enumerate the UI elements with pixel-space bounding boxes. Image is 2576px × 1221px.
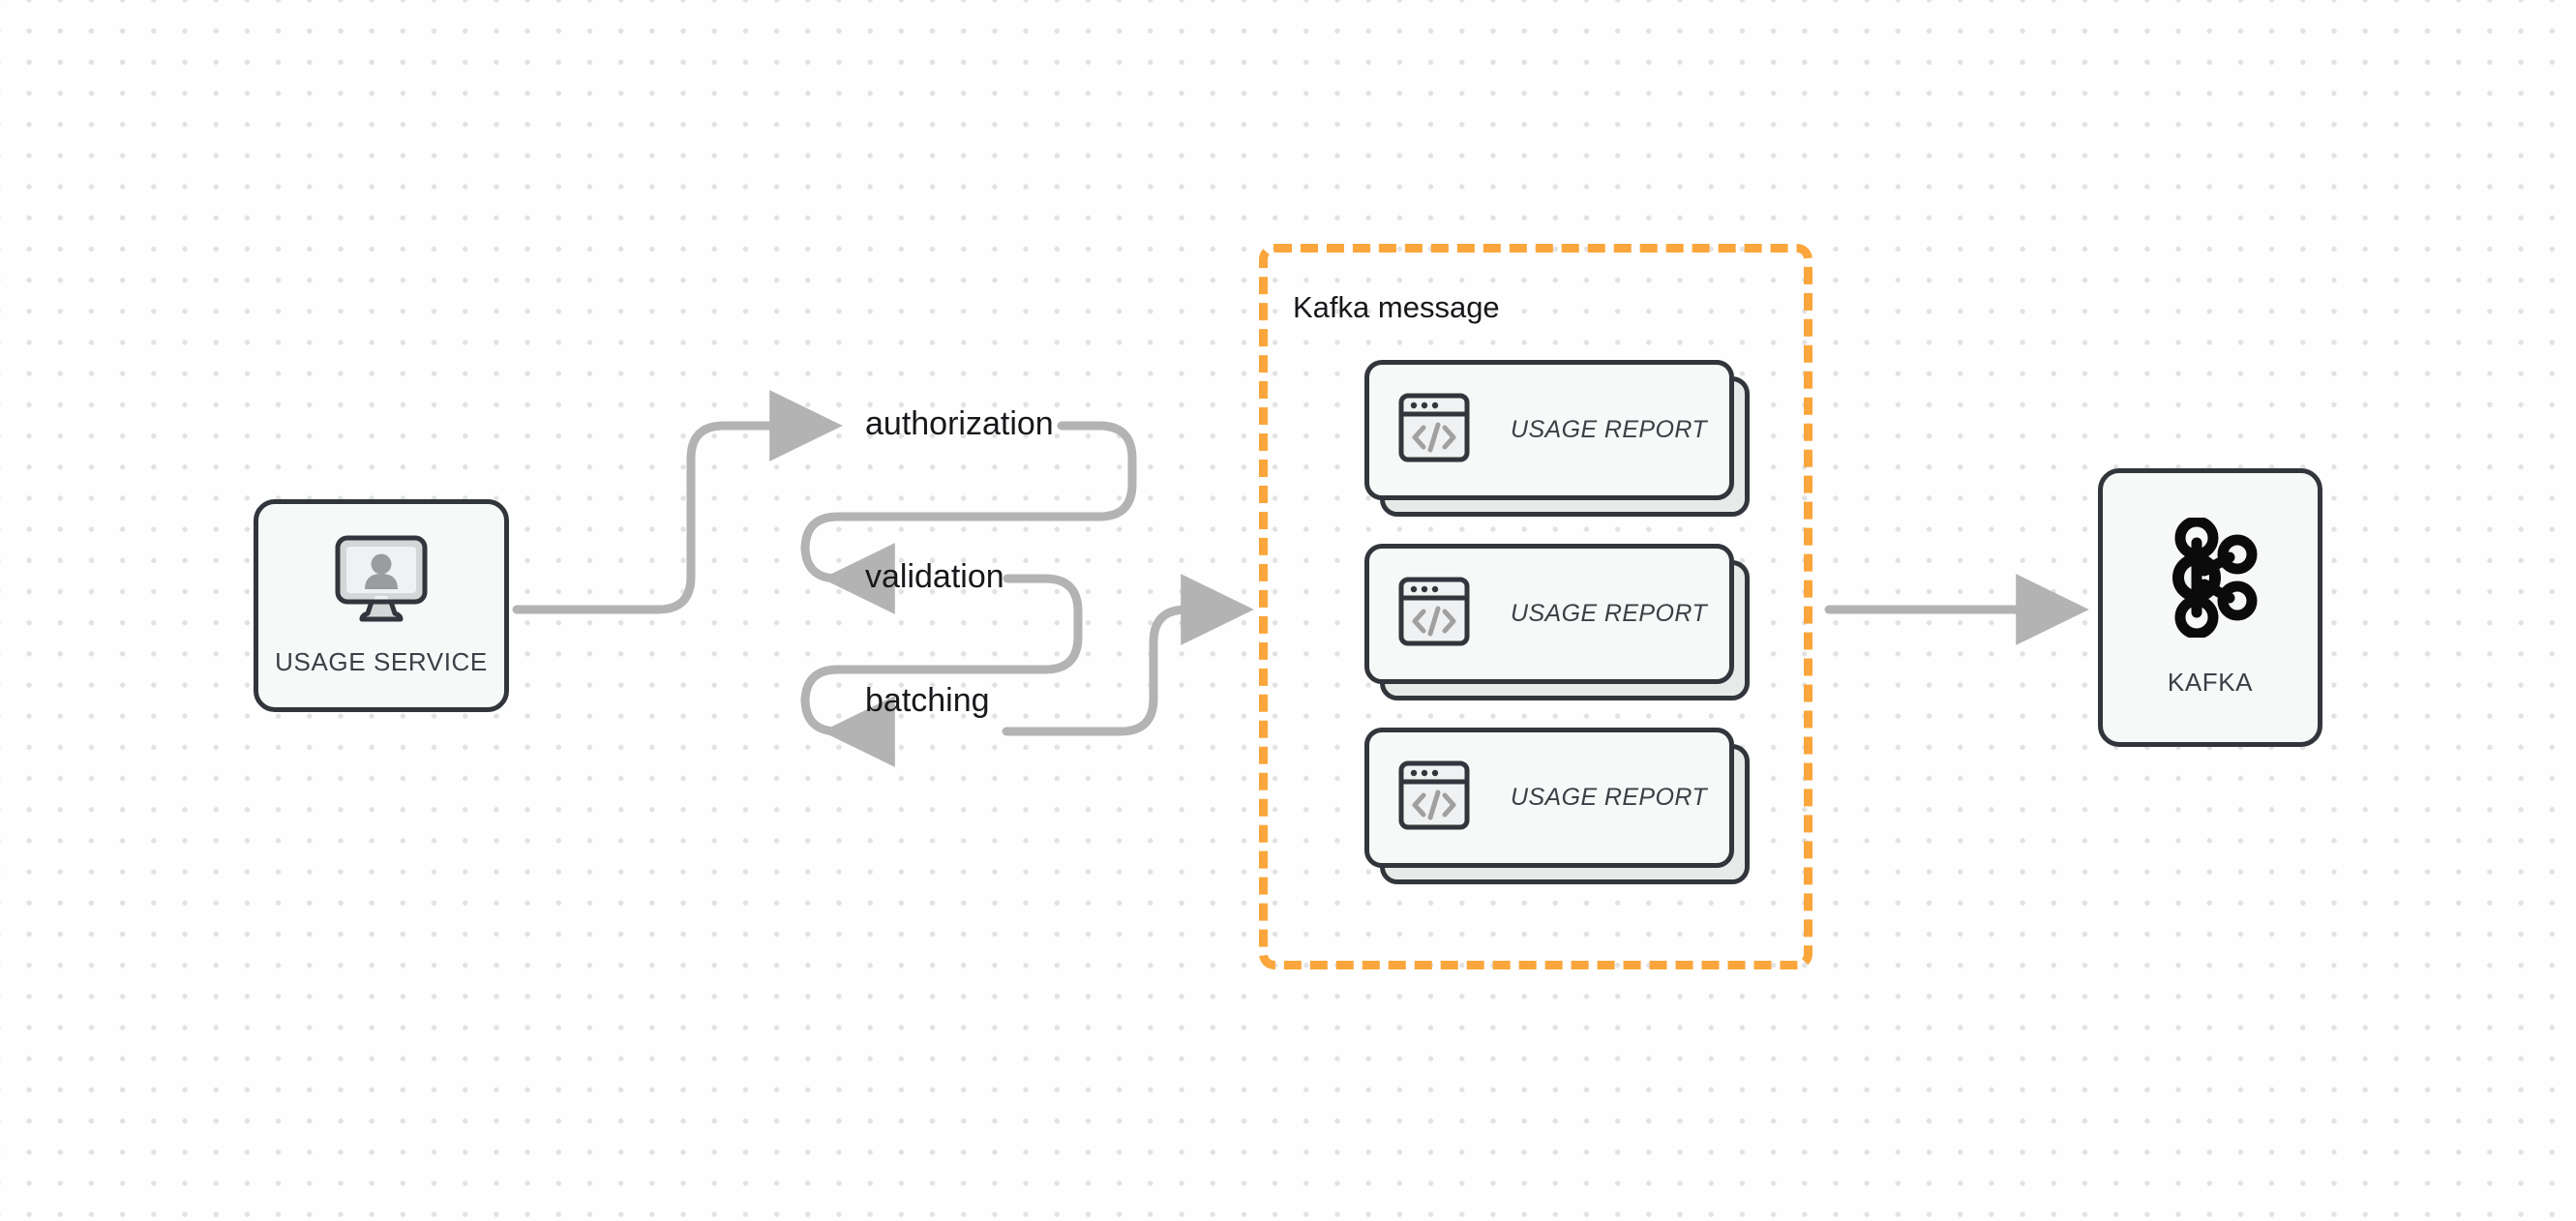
wire-service-to-authorization [512, 390, 843, 614]
usage-report-card-label: USAGE REPORT [1511, 600, 1707, 627]
usage-report-card[interactable]: USAGE REPORT [1364, 360, 1750, 517]
monitor-user-icon [333, 534, 430, 628]
node-usage-service-label: USAGE SERVICE [275, 647, 488, 676]
usage-report-card-label: USAGE REPORT [1511, 416, 1707, 443]
stage-label-validation[interactable]: validation [865, 558, 1004, 595]
node-kafka-label: KAFKA [2167, 668, 2254, 697]
stage-label-batching[interactable]: batching [865, 682, 990, 719]
kafka-logo-icon [2158, 516, 2262, 642]
wire-batching-to-kafka-message [1002, 574, 1254, 736]
usage-report-card-label: USAGE REPORT [1511, 784, 1707, 811]
usage-report-card-face: USAGE REPORT [1364, 728, 1734, 868]
kafka-message-group[interactable] [1259, 244, 1812, 969]
usage-report-card[interactable]: USAGE REPORT [1364, 728, 1750, 884]
stage-label-authorization[interactable]: authorization [865, 405, 1054, 442]
usage-report-card[interactable]: USAGE REPORT [1364, 544, 1750, 700]
kafka-message-group-title: Kafka message [1293, 290, 1500, 324]
code-window-icon [1398, 760, 1470, 835]
wire-authorization-to-validation [800, 421, 1137, 614]
usage-report-card-face: USAGE REPORT [1364, 360, 1734, 500]
code-window-icon [1398, 393, 1470, 467]
usage-report-card-face: USAGE REPORT [1364, 544, 1734, 684]
code-window-icon [1398, 577, 1470, 651]
node-kafka[interactable]: KAFKA [2098, 468, 2322, 747]
node-usage-service[interactable]: USAGE SERVICE [254, 499, 509, 712]
